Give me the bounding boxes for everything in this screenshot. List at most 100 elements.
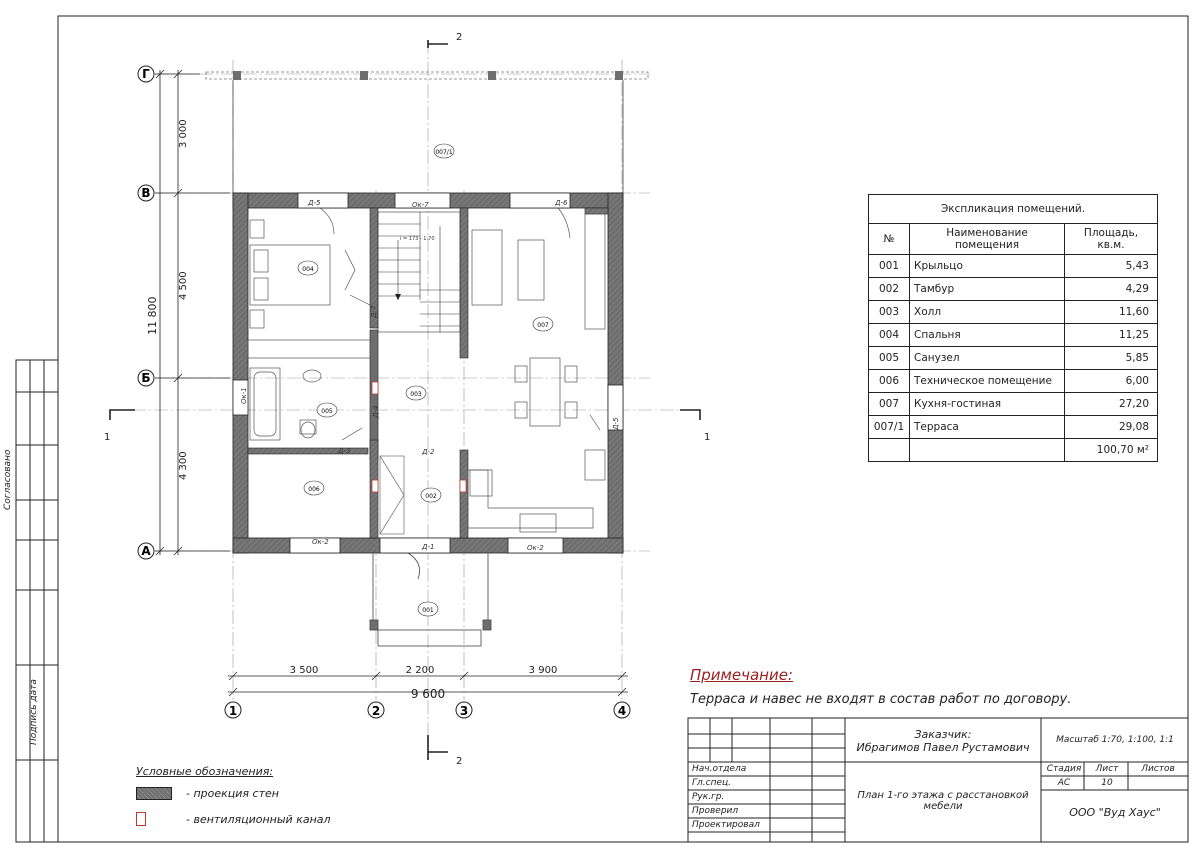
legend-walls-label: - проекция стен (186, 787, 279, 800)
dim-h-2200: 2 200 (406, 665, 435, 676)
dim-v-3000: 3 000 (178, 119, 189, 148)
section-1-left: 1 (104, 432, 110, 443)
dim-h-3500: 3 500 (290, 665, 319, 676)
row-area: 11,60 (1064, 300, 1158, 324)
row-num: 005 (868, 346, 910, 370)
legend-walls: - проекция стен (136, 787, 279, 800)
stair-arrow (395, 294, 401, 300)
axis-label-4: 4 (618, 704, 626, 718)
door-swings (319, 207, 601, 441)
terrace-outline (205, 71, 649, 193)
window-label-ok2a: Ок-2 (312, 538, 329, 546)
company-name: ООО "Вуд Хаус" (1069, 806, 1161, 819)
door-label-d2: Д-2 (421, 448, 435, 456)
axis-label-2: 2 (372, 704, 380, 718)
dim-h-9600: 9 600 (411, 687, 445, 701)
door-label-d6: Д-6 (554, 199, 568, 207)
role-group-lead: Рук.гр. (692, 792, 725, 802)
vertical-dimensions (155, 69, 230, 556)
row-area: 5,85 (1064, 346, 1158, 370)
axis-letters: Г В Б А (137, 65, 155, 560)
axis-bubble-V (137, 184, 155, 202)
role-chief-spec: Гл.спец. (692, 778, 731, 788)
room-tags (297, 143, 554, 617)
door-label-d4: Д-4 (372, 406, 380, 419)
axis-label-1: 1 (229, 704, 237, 718)
room-tag-007: 007 (537, 322, 549, 329)
section-1-right: 1 (704, 432, 710, 443)
horizontal-dimensions (228, 671, 628, 697)
legend-vent-label: - вентиляционный канал (186, 812, 331, 826)
door-label-d1: Д-1 (421, 543, 434, 551)
legend-vent: - вентиляционный канал (136, 812, 331, 826)
vent-channels (371, 381, 467, 493)
row-area: 5,43 (1064, 254, 1158, 278)
opening-labels: Д-1 Д-2 Д-3 Д-4 Д-5 Д-5 Д-6 Д-7 Ок-1 Ок-… (240, 199, 620, 552)
door-label-d5b: Д-5 (612, 417, 620, 431)
row-name: Кухня-гостиная (909, 392, 1065, 416)
role-checked: Проверил (692, 806, 739, 816)
customer-name: Ибрагимов Павел Рустамович (856, 741, 1030, 754)
row-name: Терраса (909, 415, 1065, 439)
section-2-bottom: 2 (456, 756, 462, 767)
living-furniture (467, 213, 606, 533)
stair-note: i = 173 - 1:70 (400, 236, 435, 242)
row-name: Санузел (909, 346, 1065, 370)
stamp-signature: Подпись дата (29, 679, 39, 745)
window-label-ok2b: Ок-2 (527, 544, 544, 552)
row-num: 007 (868, 392, 910, 416)
axis-bubble-B (137, 369, 155, 387)
bedroom-furniture (247, 219, 371, 359)
door-label-d5a: Д-5 (307, 199, 321, 207)
dim-v-4500: 4 500 (178, 271, 189, 300)
room-tag-005: 005 (321, 408, 333, 415)
door-label-d3: Д-3 (337, 447, 350, 455)
room-tag-0071: 007/1 (435, 149, 452, 156)
role-head-dept: Нач.отдела (692, 764, 747, 774)
scale-label: Масштаб 1:70, 1:100, 1:1 (1056, 735, 1174, 745)
room-tag-004: 004 (302, 266, 314, 273)
row-area: 27,20 (1064, 392, 1158, 416)
axis-label-3: 3 (460, 704, 468, 718)
axis-bubble-3 (455, 701, 473, 719)
legend-title: Условные обозначения: (136, 765, 274, 778)
row-name: Крыльцо (909, 254, 1065, 278)
vent-swatch-icon (136, 812, 146, 826)
axis-bubble-2 (367, 701, 385, 719)
row-num: 002 (868, 277, 910, 301)
row-area: 29,08 (1064, 415, 1158, 439)
wall-openings (232, 192, 624, 554)
explication-header-num: № (868, 223, 910, 255)
axis-label-A: А (141, 544, 151, 558)
note-text: Терраса и навес не входят в состав работ… (690, 692, 1072, 707)
stamp-agreed: Согласовано (3, 449, 13, 510)
row-area: 11,25 (1064, 323, 1158, 347)
row-num: 006 (868, 369, 910, 393)
axis-label-B: Б (141, 371, 150, 385)
entry-porch (369, 552, 492, 647)
room-tag-001: 001 (422, 607, 434, 614)
row-area: 4,29 (1064, 277, 1158, 301)
explication-header-name: Наименование помещения (909, 223, 1065, 255)
dim-h-3900: 3 900 (529, 665, 558, 676)
note-heading: Примечание: (690, 666, 793, 684)
section-markers (109, 40, 701, 760)
customer-label: Заказчик: (914, 728, 972, 741)
table-total-row: 100,70 м² (868, 438, 1158, 462)
door-label-d7: Д-7 (370, 305, 378, 319)
axis-bubble-4 (613, 701, 631, 719)
row-num: 004 (868, 323, 910, 347)
row-num: 007/1 (868, 415, 910, 439)
window-label-ok1: Ок-1 (240, 387, 248, 404)
row-name: Техническое помещение (909, 369, 1065, 393)
dim-v-4300: 4 300 (178, 451, 189, 480)
